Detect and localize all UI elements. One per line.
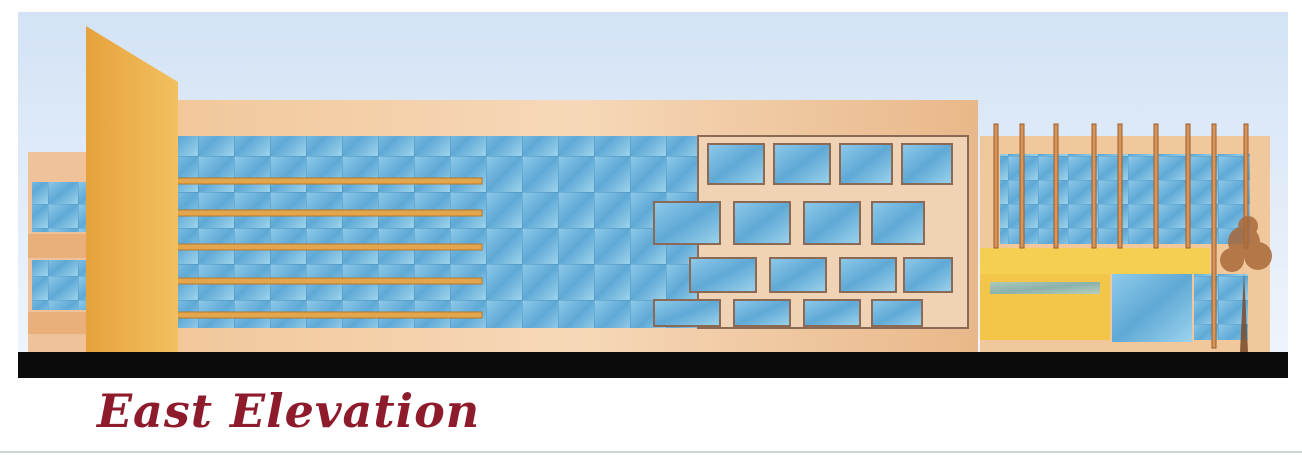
fin-wall bbox=[86, 26, 178, 352]
curtain-wall bbox=[178, 136, 698, 328]
vertical-fins bbox=[993, 123, 1249, 349]
ground bbox=[18, 352, 1288, 378]
divider bbox=[0, 451, 1302, 453]
caption-title: East Elevation bbox=[97, 384, 481, 438]
building-elevation-illustration bbox=[18, 12, 1288, 378]
tree bbox=[1220, 216, 1272, 352]
right-block bbox=[980, 136, 1270, 352]
punched-windows bbox=[653, 135, 969, 329]
